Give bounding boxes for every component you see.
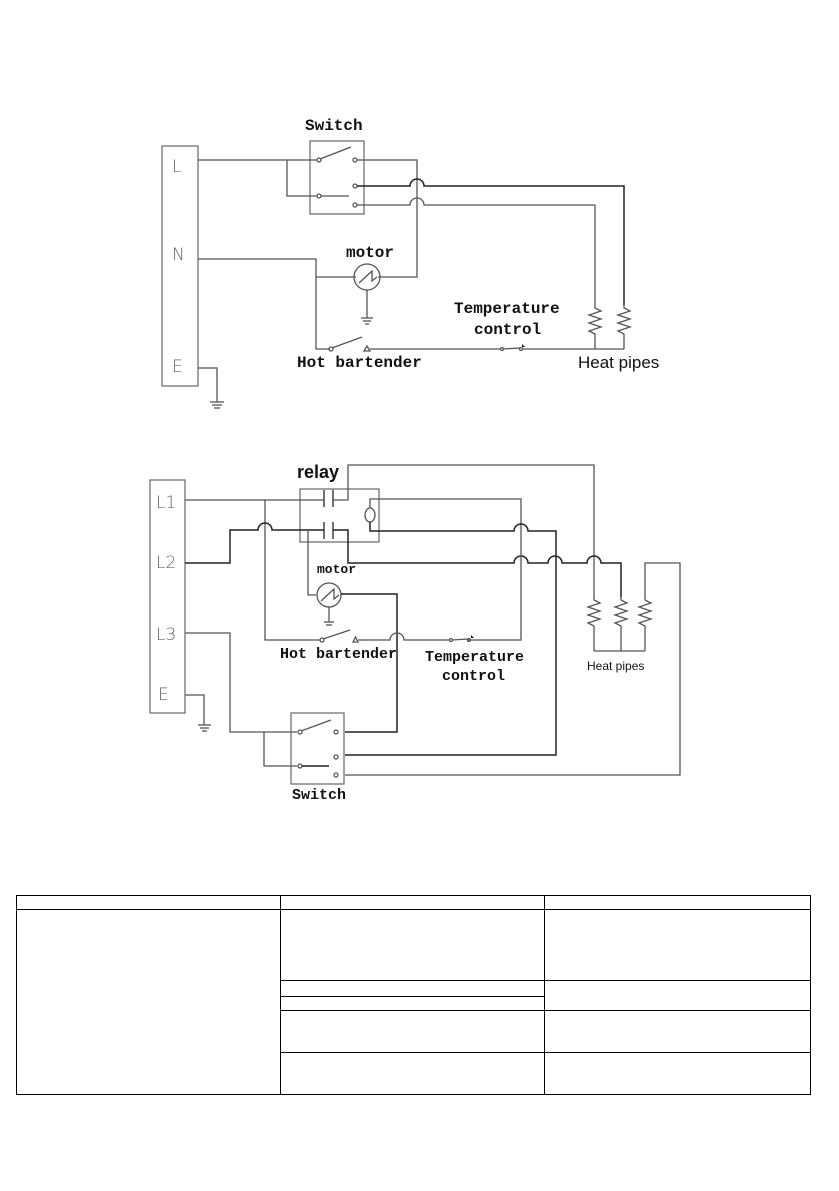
- table-header-cell: [16, 895, 281, 910]
- temperature-control-label-line1: Temperature: [425, 649, 524, 666]
- terminal-block: [161, 145, 199, 387]
- table-cell: [544, 909, 811, 981]
- wire-l2: [185, 522, 324, 564]
- heat-pipes-label: Heat pipes: [578, 353, 659, 372]
- relay-coil-icon: [364, 507, 376, 523]
- relay-box: [299, 488, 380, 543]
- wire-l1-hot-bartender: [264, 500, 320, 641]
- heat-pipe-resistor-icon: [615, 305, 633, 349]
- temperature-control-icon: [499, 344, 525, 352]
- wire-relay-heatpipe-2: [333, 529, 622, 597]
- hot-bartender-switch-icon: [328, 336, 372, 352]
- hot-bartender-switch-icon: [319, 629, 360, 643]
- wiring-diagram-three-phase: L1 L2 L3 E relay motor: [149, 462, 681, 804]
- wire-relay-heatpipe-1: [333, 464, 595, 597]
- heat-pipe-resistor-icon: [636, 597, 654, 651]
- switch-label: Switch: [305, 117, 363, 135]
- terminal-e-label: E: [172, 357, 183, 377]
- terminal-l3-label: L3: [156, 625, 176, 645]
- relay-label: relay: [297, 462, 339, 482]
- terminal-n-label: N: [172, 245, 185, 265]
- table-cell: [280, 1010, 545, 1053]
- terminal-l-label: L: [172, 157, 181, 177]
- table-cell: [280, 909, 545, 981]
- motor-label: motor: [346, 244, 394, 262]
- motor-icon: [353, 263, 381, 325]
- table-cell: [544, 1052, 811, 1095]
- wire-hot-bartender: [358, 632, 450, 641]
- wire-l: [198, 159, 317, 197]
- wire-motor-switch: [341, 593, 398, 733]
- temperature-control-label-line2: control: [474, 321, 541, 339]
- table-cell: [544, 980, 811, 1011]
- switch-contacts: [316, 146, 358, 208]
- switch-label: Switch: [292, 787, 346, 804]
- heat-pipes-label: Heat pipes: [587, 659, 644, 673]
- table-cell: [16, 909, 281, 1095]
- temperature-control-label-line2: control: [442, 668, 505, 685]
- wiring-diagram-single-phase: L N E Switch motor: [161, 117, 659, 409]
- switch-box: [290, 712, 345, 785]
- wire-heat-pipe-1: [357, 197, 596, 305]
- table-header-row: [16, 895, 811, 910]
- heat-pipe-resistor-icon: [612, 597, 630, 651]
- heat-pipe-resistor-icon: [586, 305, 604, 349]
- table-row: [17, 1052, 811, 1095]
- ground-icon: [210, 401, 224, 409]
- terminal-l2-label: L2: [156, 553, 176, 573]
- table-header-cell: [544, 895, 811, 910]
- ground-icon: [198, 724, 211, 732]
- wire-heat-pipe-2: [357, 178, 625, 305]
- motor-label: motor: [317, 562, 356, 577]
- temperature-control-icon: [448, 635, 474, 643]
- switch-contacts: [297, 719, 339, 778]
- wire-earth: [198, 367, 218, 402]
- table-cell: [544, 1010, 811, 1053]
- wire-heat-pipe-3: [345, 562, 681, 776]
- wire-earth: [185, 694, 205, 725]
- relay-contact-icon: [323, 490, 334, 539]
- heat-pipe-resistor-icon: [585, 597, 603, 651]
- hot-bartender-label: Hot bartender: [297, 354, 422, 372]
- wire-coil-switch: [345, 522, 557, 756]
- table-cell: [280, 980, 545, 997]
- table-row: [16, 909, 811, 1095]
- terminal-l1-label: L1: [156, 493, 176, 513]
- wire-switch-motor: [357, 159, 418, 278]
- table-cell: [280, 1052, 545, 1095]
- specification-table: [16, 895, 811, 1095]
- table-cell: [280, 996, 545, 1011]
- terminal-block: [149, 479, 186, 714]
- switch-box: [309, 140, 365, 215]
- motor-icon: [316, 582, 342, 626]
- wire-coil-temperature: [369, 498, 522, 641]
- terminal-e-label: E: [158, 685, 169, 705]
- table-header-cell: [280, 895, 545, 910]
- temperature-control-label-line1: Temperature: [454, 300, 560, 318]
- wire-n: [198, 258, 330, 350]
- wire-l2-motor: [307, 530, 316, 596]
- wire-l3-switch: [263, 732, 297, 767]
- hot-bartender-label: Hot bartender: [280, 646, 397, 663]
